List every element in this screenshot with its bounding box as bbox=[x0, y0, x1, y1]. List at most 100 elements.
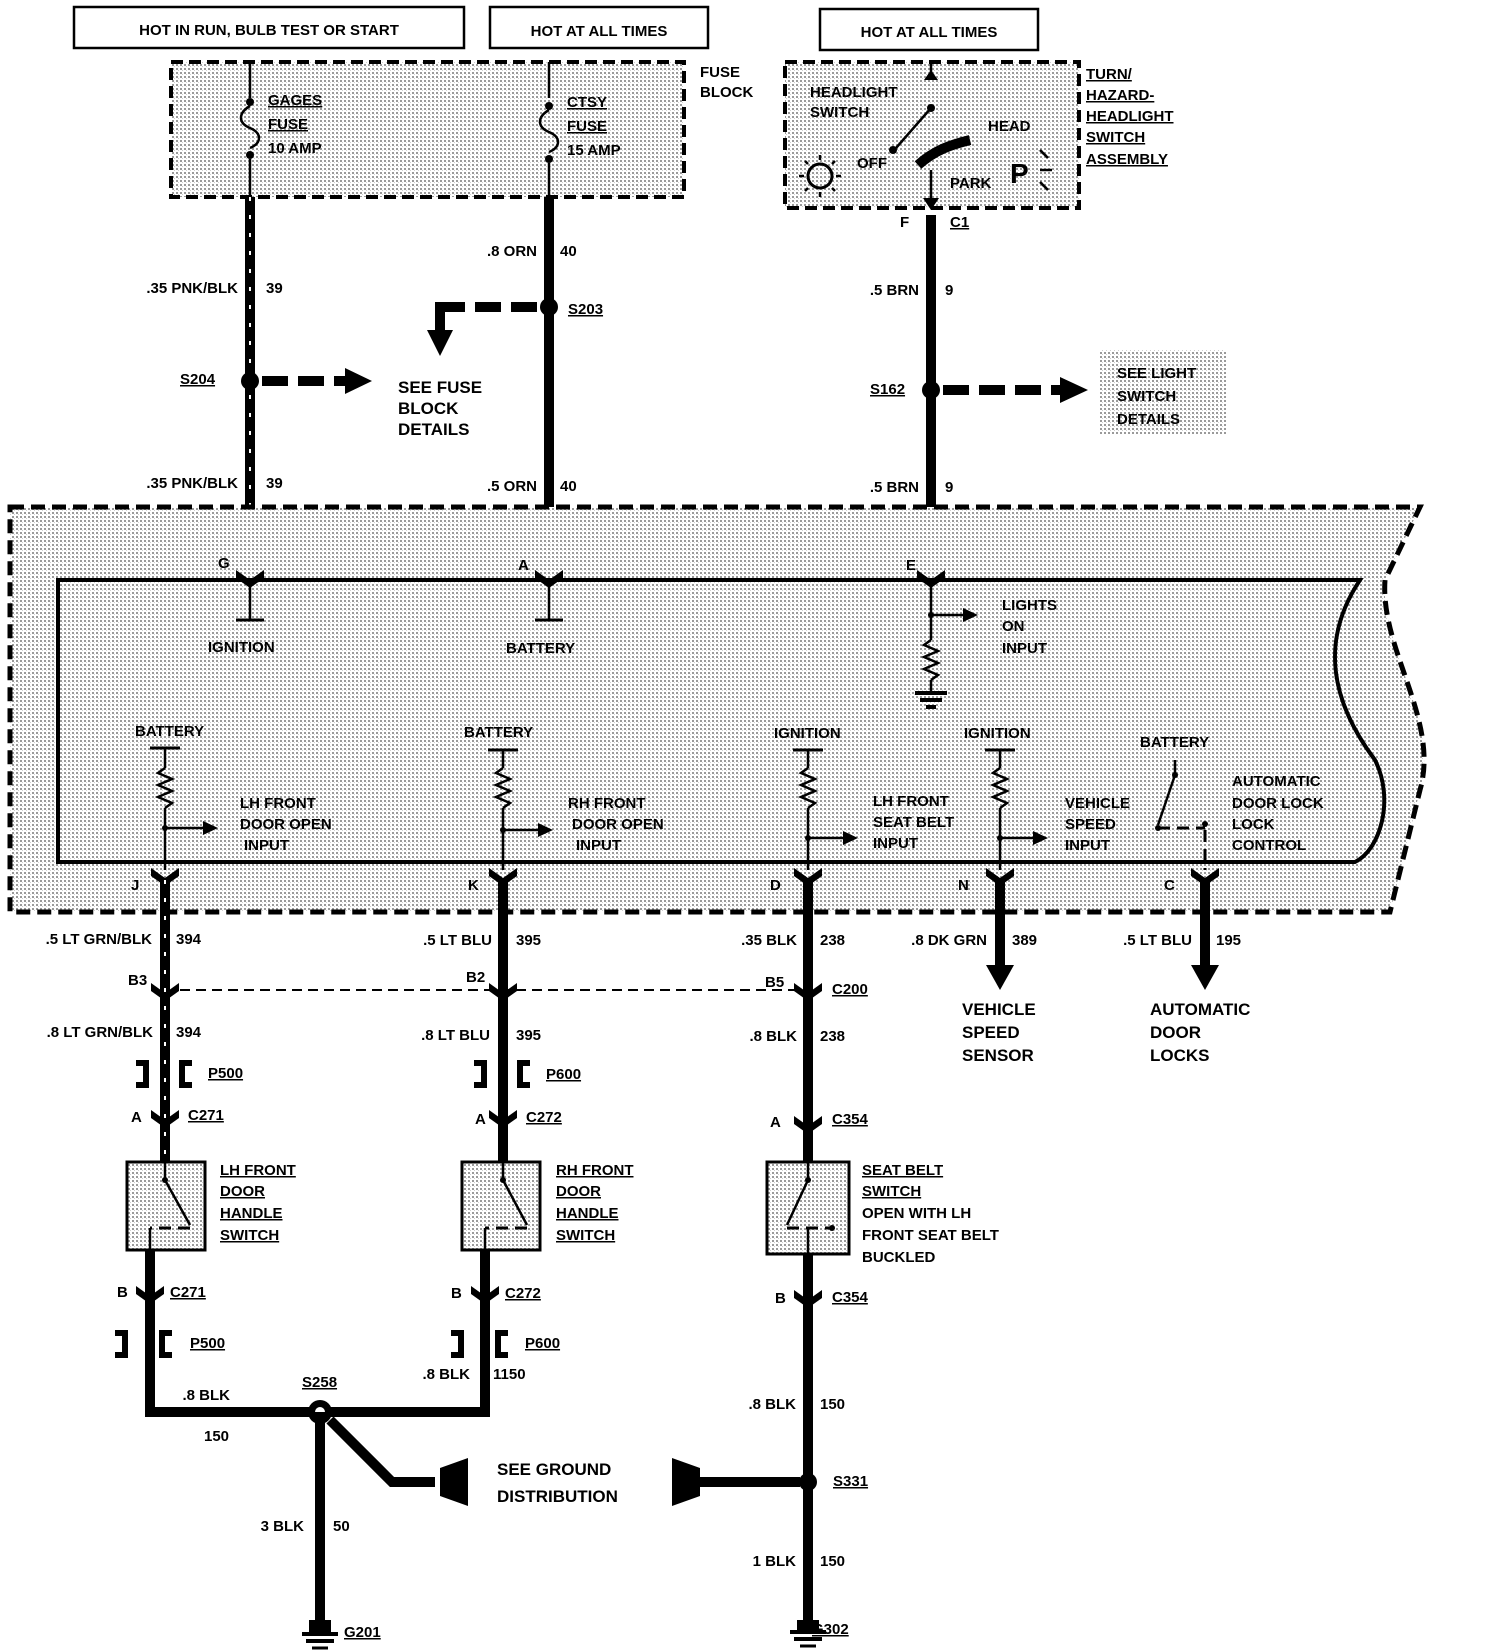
pin-b2-label: B2 bbox=[466, 969, 485, 986]
wire-39-num-b: 39 bbox=[266, 475, 283, 492]
header-right-label: HOT AT ALL TIMES bbox=[861, 24, 998, 41]
wire-50-spec: 3 BLK bbox=[261, 1518, 305, 1535]
see-ground-2: DISTRIBUTION bbox=[497, 1487, 618, 1506]
adl-control-1: AUTOMATIC bbox=[1232, 773, 1321, 790]
p600-bottom-icon bbox=[451, 1330, 464, 1358]
pin-a3-label: A bbox=[770, 1114, 781, 1131]
fuse-block: FUSE BLOCK GAGES FUSE 10 AMP CTSY FUSE 1… bbox=[169, 60, 753, 199]
lower-wires: .5 LT GRN/BLK 394 .5 LT BLU 395 .35 BLK … bbox=[46, 880, 1250, 1650]
wire-40-num-a: 40 bbox=[560, 243, 577, 260]
switch-off-label: OFF bbox=[857, 155, 887, 172]
pin-b3-label: B3 bbox=[128, 972, 147, 989]
splice-s204-label: S204 bbox=[180, 371, 216, 388]
switch-assembly-title-3: HEADLIGHT bbox=[1086, 108, 1174, 125]
rh-door-input-3: INPUT bbox=[576, 837, 621, 854]
see-light-arrow-icon bbox=[1060, 377, 1088, 403]
door-lock-relay-icon bbox=[1156, 774, 1177, 826]
c271-bottom-label: C271 bbox=[170, 1284, 206, 1301]
module-ignition-1: IGNITION bbox=[774, 725, 841, 742]
head-contact-icon bbox=[914, 135, 972, 169]
headlight-switch-assembly: HEADLIGHT SWITCH OFF HEAD PARK P bbox=[783, 60, 1174, 231]
adl-control-2: DOOR LOCK bbox=[1232, 795, 1324, 812]
seat-belt-label-3: OPEN WITH LH bbox=[862, 1205, 971, 1222]
lh-door-input-1: LH FRONT bbox=[240, 795, 316, 812]
p600-top-label: P600 bbox=[546, 1066, 581, 1083]
seat-belt-input-2: SEAT BELT bbox=[873, 814, 954, 831]
wire-39-num-a: 39 bbox=[266, 280, 283, 297]
gages-fuse-rating: 10 AMP bbox=[268, 140, 322, 157]
pin-b1-label: B bbox=[117, 1284, 128, 1301]
pin-a1-label: A bbox=[131, 1109, 142, 1126]
wire-238-num-b: 238 bbox=[820, 1028, 845, 1045]
headlight-switch-label-2: SWITCH bbox=[810, 104, 869, 121]
seat-belt-label-1: SEAT BELT bbox=[862, 1162, 943, 1179]
wire-9-spec-b: .5 BRN bbox=[870, 479, 919, 496]
module-battery-2: BATTERY bbox=[464, 724, 533, 741]
p600-bottom-label: P600 bbox=[525, 1335, 560, 1352]
adl-locks-1: AUTOMATIC bbox=[1150, 1000, 1250, 1019]
adl-control-4: CONTROL bbox=[1232, 837, 1306, 854]
vss-input-1: VEHICLE bbox=[1065, 795, 1130, 812]
see-fuse-block-2: BLOCK bbox=[398, 399, 459, 418]
pin-b2-bottom-label: B bbox=[451, 1285, 462, 1302]
g201-ground-icon bbox=[302, 1620, 338, 1650]
wire-9-num-b: 9 bbox=[945, 479, 953, 496]
c271-top-label: C271 bbox=[188, 1107, 224, 1124]
connector-c200-label: C200 bbox=[832, 981, 868, 998]
rh-switch-blade-icon bbox=[501, 1179, 529, 1226]
wire-150-num-a: 150 bbox=[204, 1428, 229, 1445]
splice-s331 bbox=[799, 1473, 817, 1491]
module-inner-outline bbox=[56, 578, 1387, 864]
fuse-block-label-1: FUSE bbox=[700, 64, 740, 81]
p500-top-label: P500 bbox=[208, 1065, 243, 1082]
pin-n-label: N bbox=[958, 877, 969, 894]
switch-assembly-title-1: TURN/ bbox=[1086, 66, 1133, 83]
switch-blade-icon bbox=[895, 107, 932, 149]
see-fuse-block-1: SEE FUSE bbox=[398, 378, 482, 397]
lights-resistor-icon bbox=[920, 638, 942, 682]
ground-dist-left-arrow-icon bbox=[440, 1458, 468, 1506]
splice-s162 bbox=[922, 381, 940, 399]
header-left-label: HOT IN RUN, BULB TEST OR START bbox=[139, 22, 399, 39]
rh-switch-label-3: HANDLE bbox=[556, 1205, 619, 1222]
wire-39-spec-a: .35 PNK/BLK bbox=[146, 280, 238, 297]
pin-a-label: A bbox=[518, 557, 529, 574]
wire-238-num-a: 238 bbox=[820, 932, 845, 949]
top-wires: .35 PNK/BLK 39 .35 PNK/BLK 39 .8 ORN 40 … bbox=[146, 197, 1226, 570]
header-box-right bbox=[818, 7, 1040, 52]
fuse-terminal-icon bbox=[246, 98, 254, 106]
lh-switch-label-1: LH FRONT bbox=[220, 1162, 296, 1179]
lh-switch-blade-icon bbox=[163, 1179, 192, 1226]
pin-j-label: J bbox=[131, 877, 139, 894]
wire-150-num-d: 150 bbox=[820, 1553, 845, 1570]
module-battery-3: BATTERY bbox=[1140, 734, 1209, 751]
wire-150-spec-d: 1 BLK bbox=[753, 1553, 797, 1570]
header-boxes: HOT IN RUN, BULB TEST OR START HOT AT AL… bbox=[72, 5, 1040, 52]
seat-belt-resistor-icon bbox=[797, 766, 819, 810]
g302-ground-icon bbox=[790, 1620, 826, 1648]
see-fuse-arrow-icon bbox=[345, 368, 372, 394]
adl-control-3: LOCK bbox=[1232, 816, 1275, 833]
c354-top-label: C354 bbox=[832, 1111, 869, 1128]
c272-top-label: C272 bbox=[526, 1109, 562, 1126]
header-box-mid bbox=[488, 5, 710, 50]
seat-switch-blade-icon bbox=[785, 1179, 810, 1226]
wire-389-spec: .8 DK GRN bbox=[911, 932, 987, 949]
see-light-switch-3: DETAILS bbox=[1117, 411, 1180, 428]
seat-belt-label-2: SWITCH bbox=[862, 1183, 921, 1200]
p500-bottom-icon bbox=[115, 1330, 128, 1358]
wire-9-spec-a: .5 BRN bbox=[870, 282, 919, 299]
ctsy-fuse-icon bbox=[538, 108, 560, 154]
seat-belt-input-1: LH FRONT bbox=[873, 793, 949, 810]
ground-dist-right-arrow-icon bbox=[672, 1458, 700, 1506]
splice-s258-label: S258 bbox=[302, 1374, 337, 1391]
wire-1150-num: 1150 bbox=[493, 1366, 526, 1383]
wire-395-spec-b: .8 LT BLU bbox=[421, 1027, 490, 1044]
wire-395-num-b: 395 bbox=[516, 1027, 541, 1044]
parking-light-icon: P bbox=[1010, 149, 1052, 191]
rh-door-resistor-icon bbox=[492, 766, 514, 810]
pin-g-label: G bbox=[218, 555, 230, 572]
wire-39-spec-b: .35 PNK/BLK bbox=[146, 475, 238, 492]
lights-on-label-1: LIGHTS bbox=[1002, 597, 1057, 614]
